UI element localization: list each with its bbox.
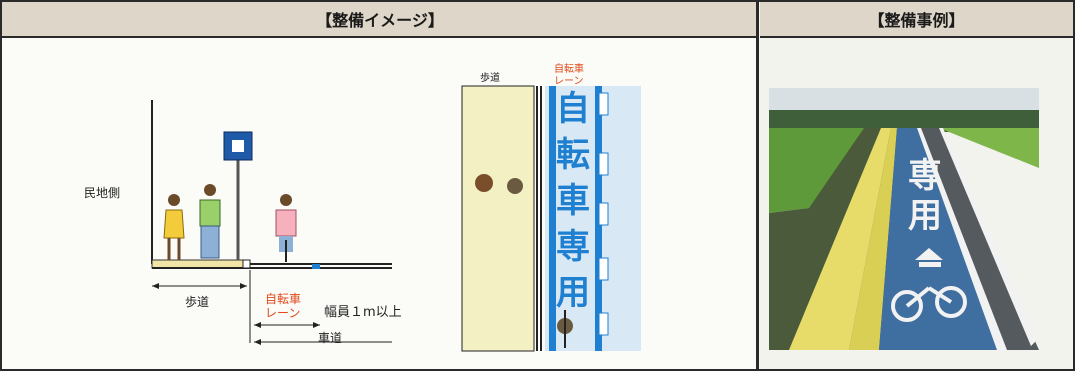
plan-lane-char: 専	[556, 227, 590, 267]
sidewalk-surface	[151, 259, 248, 269]
plan-bike-lane-label-line1: 自転車	[554, 64, 584, 75]
curb	[242, 259, 251, 269]
plan-bike-lane-label-line2: レーン	[554, 76, 584, 87]
lane-edge-marker	[312, 264, 320, 269]
cross-section-diagram	[151, 100, 392, 345]
cyclist-figure	[275, 194, 297, 262]
width-note-label: 幅員１m以上	[324, 305, 402, 320]
plan-sidewalk-label: 歩道	[480, 73, 500, 84]
road-sign-symbol	[232, 140, 244, 152]
image-panel: 民地側 歩道 自転車 レーン 幅員１m以上 車道 歩道 自転車 レーン 自 転 …	[2, 38, 756, 369]
plan-pedestrian-2	[507, 178, 523, 194]
private-side-label: 民地側	[84, 186, 121, 200]
plan-view-diagram	[461, 85, 641, 352]
plan-lane-char: 自	[556, 89, 590, 129]
panel-divider	[756, 2, 759, 369]
pedestrian-man-figure	[199, 184, 221, 259]
plan-lane-char: 転	[556, 135, 590, 175]
pedestrian-woman-figure	[163, 194, 185, 260]
plan-sidewalk	[461, 85, 535, 352]
roadway-label: 車道	[318, 331, 343, 345]
bike-lane-label-line2: レーン	[265, 306, 301, 320]
plan-bike-lane	[545, 86, 641, 351]
bicycle-icon	[891, 286, 967, 322]
sidewalk-label: 歩道	[185, 295, 210, 309]
plan-lane-stripe-left	[549, 86, 556, 351]
plan-pedestrian-1	[475, 174, 493, 192]
photo-road-marking: 専 用	[908, 156, 942, 236]
plan-lane-marking-text: 自 転 車 専 用	[555, 86, 591, 316]
example-photo	[769, 88, 1039, 350]
bike-lane-label-line1: 自転車	[265, 292, 302, 306]
plan-lane-char: 車	[556, 181, 590, 221]
plan-lane-char: 用	[556, 273, 590, 313]
example-panel: 専 用	[760, 38, 1073, 369]
photo-marking-char: 専	[908, 156, 942, 196]
photo-marking-char: 用	[908, 196, 942, 236]
image-panel-header: 【整備イメージ】	[2, 2, 758, 38]
example-panel-header: 【整備事例】	[760, 2, 1073, 38]
